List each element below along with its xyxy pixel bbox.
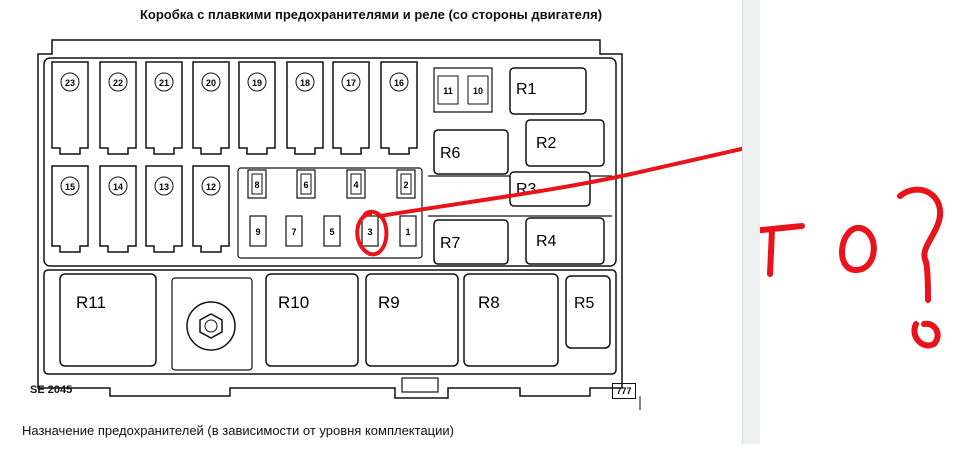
fuse-label: 21 — [159, 78, 169, 88]
small-fuse-7: 7 — [285, 215, 303, 247]
fuse-18: 18 — [286, 61, 324, 155]
relay-label: R6 — [440, 145, 461, 162]
small-fuse-2: 2 — [396, 169, 416, 199]
fuse-20: 20 — [192, 61, 230, 155]
question-mark — [897, 186, 943, 303]
relay-r6: R6 — [433, 129, 509, 175]
fuse-label: 10 — [473, 86, 483, 96]
fuse-label: 20 — [206, 78, 216, 88]
small-fuse-4: 4 — [346, 169, 366, 199]
small-fuse-5: 5 — [323, 215, 341, 247]
small-fuse-pair-11-10: 11 10 — [433, 67, 493, 113]
fuse-label: 22 — [113, 78, 123, 88]
relay-r10: R10 — [265, 273, 359, 367]
diagram-code: SE 2045 — [30, 384, 73, 396]
lower-compartment — [43, 269, 617, 375]
relay-r1: R1 — [509, 67, 587, 115]
fuse-23: 23 — [51, 61, 89, 155]
letter-t — [739, 223, 805, 235]
relay-label: R4 — [536, 233, 557, 250]
fuse-12: 12 — [192, 165, 230, 253]
fuse-label: 8 — [254, 180, 259, 190]
small-fuse-block — [237, 167, 423, 259]
relay-r7: R7 — [433, 219, 509, 265]
relay-label: R10 — [278, 293, 309, 312]
fuse-label: 2 — [403, 180, 408, 190]
small-fuse-6: 6 — [296, 169, 316, 199]
small-fuse-8: 8 — [247, 169, 267, 199]
fuse-label: 11 — [443, 86, 453, 96]
fuse-17: 17 — [332, 61, 370, 155]
fuse-label: 16 — [394, 78, 404, 88]
connector-clip — [401, 377, 439, 393]
fuse-label: 6 — [303, 180, 308, 190]
relay-r11: R11 — [59, 273, 157, 367]
red-annotation — [355, 146, 742, 257]
page-number: 777 — [612, 383, 636, 399]
fuse-label: 5 — [329, 227, 334, 237]
fuse-label: 4 — [353, 180, 358, 190]
relay-label: R11 — [76, 293, 106, 312]
upper-compartment — [43, 57, 617, 267]
small-fuse-1: 1 — [399, 215, 417, 247]
fuse-label: 19 — [252, 78, 262, 88]
side-panel-strip — [742, 0, 761, 444]
relay-r9: R9 — [365, 273, 459, 367]
fuse-15: 15 — [51, 165, 89, 253]
relay-label: R2 — [536, 135, 557, 152]
fuse-16: 16 — [380, 61, 418, 155]
relay-label: R7 — [440, 235, 461, 252]
relay-label: R8 — [478, 293, 500, 312]
fuse-label: 17 — [346, 78, 356, 88]
relay-r4: R4 — [525, 217, 605, 265]
fuse-label: 9 — [255, 227, 260, 237]
fuse-label: 14 — [113, 182, 123, 192]
fuse-22: 22 — [99, 61, 137, 155]
fuse-box-diagram: 23 22 21 20 19 18 17 16 15 14 13 12 8 6 … — [37, 39, 742, 410]
fuse-13: 13 — [145, 165, 183, 253]
fuse-14: 14 — [99, 165, 137, 253]
fuse-21: 21 — [145, 61, 183, 155]
handwritten-question — [679, 186, 943, 349]
fuse-label: 3 — [367, 227, 372, 237]
relay-r2: R2 — [525, 119, 605, 167]
small-fuse-3: 3 — [361, 215, 379, 247]
fuse-label: 7 — [291, 227, 296, 237]
fuse-label: 18 — [300, 78, 310, 88]
letter-o — [839, 225, 877, 273]
fuse-label: 23 — [65, 78, 75, 88]
terminal-stud — [171, 277, 253, 371]
annotation-canvas — [679, 0, 960, 444]
relay-label: R1 — [516, 81, 537, 98]
relay-label: R5 — [574, 295, 595, 312]
fuse-label: 12 — [206, 182, 216, 192]
fuse-label: 13 — [159, 182, 169, 192]
fuse-19: 19 — [238, 61, 276, 155]
relay-r8: R8 — [463, 273, 559, 367]
document-page: Коробка с плавкими предохранителями и ре… — [22, 7, 742, 438]
caption: Назначение предохранителей (в зависимост… — [22, 423, 454, 438]
fuse-label: 15 — [65, 182, 75, 192]
small-fuse-9: 9 — [249, 215, 267, 247]
fuse-label: 1 — [405, 227, 410, 237]
diagram-title: Коробка с плавкими предохранителями и ре… — [139, 7, 603, 22]
relay-r5: R5 — [565, 275, 611, 349]
relay-label: R9 — [378, 293, 400, 312]
